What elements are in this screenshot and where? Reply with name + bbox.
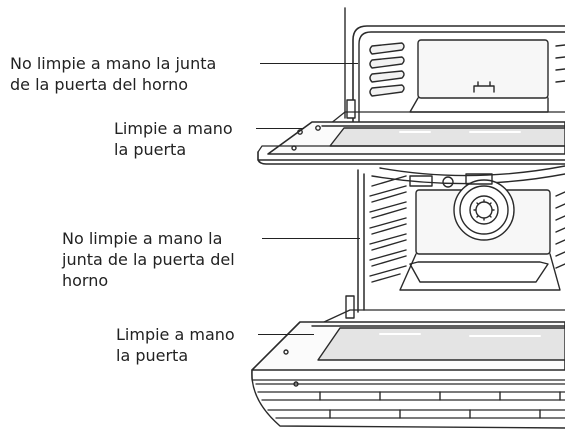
leader-upper-door bbox=[256, 128, 304, 129]
upper-oven-frame bbox=[352, 25, 565, 123]
leader-lower-gasket bbox=[262, 238, 360, 239]
upper-rack-guides-left bbox=[369, 42, 405, 97]
lower-door-glass bbox=[317, 327, 565, 361]
lower-bake-element bbox=[409, 261, 549, 283]
convection-fan bbox=[453, 179, 515, 241]
callout-lower-gasket-line-1: No limpie a mano la bbox=[62, 229, 223, 248]
lower-rack-guides-left bbox=[369, 175, 407, 283]
callout-lower-gasket: No limpie a mano la junta de la puerta d… bbox=[62, 228, 235, 291]
leader-upper-gasket bbox=[260, 63, 358, 64]
callout-upper-door-line-2: la puerta bbox=[114, 140, 187, 159]
upper-rack-guides-right bbox=[555, 44, 565, 83]
callout-upper-gasket-line-1: No limpie a mano la junta bbox=[10, 54, 217, 73]
callout-lower-door-line-2: la puerta bbox=[116, 346, 189, 365]
lower-door-front bbox=[251, 369, 565, 419]
lower-rack-guides-right bbox=[555, 191, 565, 269]
upper-door-glass bbox=[329, 127, 565, 147]
callout-lower-gasket-line-2: junta de la puerta del bbox=[62, 250, 235, 269]
upper-broil-bracket bbox=[473, 81, 495, 93]
lower-oven bbox=[251, 165, 565, 429]
callout-upper-gasket-line-2: de la puerta del horno bbox=[10, 75, 188, 94]
upper-oven-back-panel bbox=[417, 39, 549, 99]
lower-hinge-left bbox=[345, 295, 355, 319]
upper-hinge-left bbox=[346, 99, 356, 119]
lower-door-gasket bbox=[323, 309, 565, 323]
upper-oven bbox=[257, 25, 565, 165]
callout-lower-door-line-1: Limpie a mano bbox=[116, 325, 235, 344]
callout-upper-door: Limpie a mano la puerta bbox=[114, 118, 233, 160]
callout-upper-door-line-1: Limpie a mano bbox=[114, 119, 233, 138]
upper-door-gasket bbox=[329, 111, 565, 125]
leader-lower-door bbox=[258, 334, 314, 335]
callout-upper-gasket: No limpie a mano la junta de la puerta d… bbox=[10, 53, 216, 95]
callout-lower-door: Limpie a mano la puerta bbox=[116, 324, 235, 366]
upper-door-front-edge bbox=[257, 151, 565, 165]
callout-lower-gasket-line-3: horno bbox=[62, 271, 109, 290]
lower-oven-frame bbox=[357, 169, 365, 313]
